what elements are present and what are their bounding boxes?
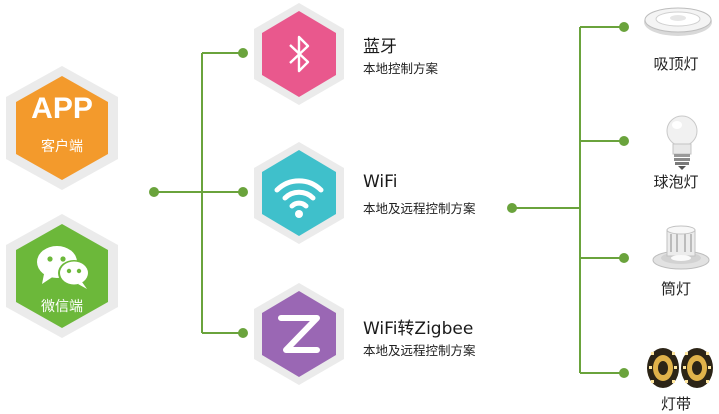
app-client-title: APP <box>31 92 93 125</box>
protocol-name-bluetooth: 蓝牙 <box>363 37 397 57</box>
protocol-desc-zigbee: 本地及远程控制方案 <box>363 343 476 358</box>
device-label-ceiling-light: 吸顶灯 <box>653 55 699 73</box>
wifi-icon <box>274 178 324 218</box>
protocol-name-zigbee: WiFi转Zigbee <box>363 319 474 339</box>
ceiling-light-icon <box>644 7 712 36</box>
bluetooth-node <box>253 2 345 106</box>
bulb-icon <box>666 115 698 170</box>
led-strip-icon <box>647 348 713 388</box>
wechat-client-node: 微信端 <box>2 212 122 340</box>
device-label-downlight: 筒灯 <box>660 280 691 298</box>
wifi-node <box>253 141 345 245</box>
downlight-icon <box>652 225 710 270</box>
protocol-name-wifi: WiFi <box>363 172 398 192</box>
zigbee-icon <box>278 315 320 353</box>
device-label-led-strip: 灯带 <box>660 395 691 413</box>
bluetooth-icon <box>289 35 310 73</box>
device-label-bulb: 球泡灯 <box>653 173 699 191</box>
app-client-label: 客户端 <box>41 139 83 155</box>
wechat-icon <box>37 246 90 289</box>
wechat-client-label: 微信端 <box>41 299 83 315</box>
zigbee-node <box>253 282 345 386</box>
protocol-desc-bluetooth: 本地控制方案 <box>363 61 439 76</box>
app-client-node: APP 客户端 <box>2 64 122 192</box>
protocol-desc-wifi: 本地及远程控制方案 <box>363 201 476 216</box>
